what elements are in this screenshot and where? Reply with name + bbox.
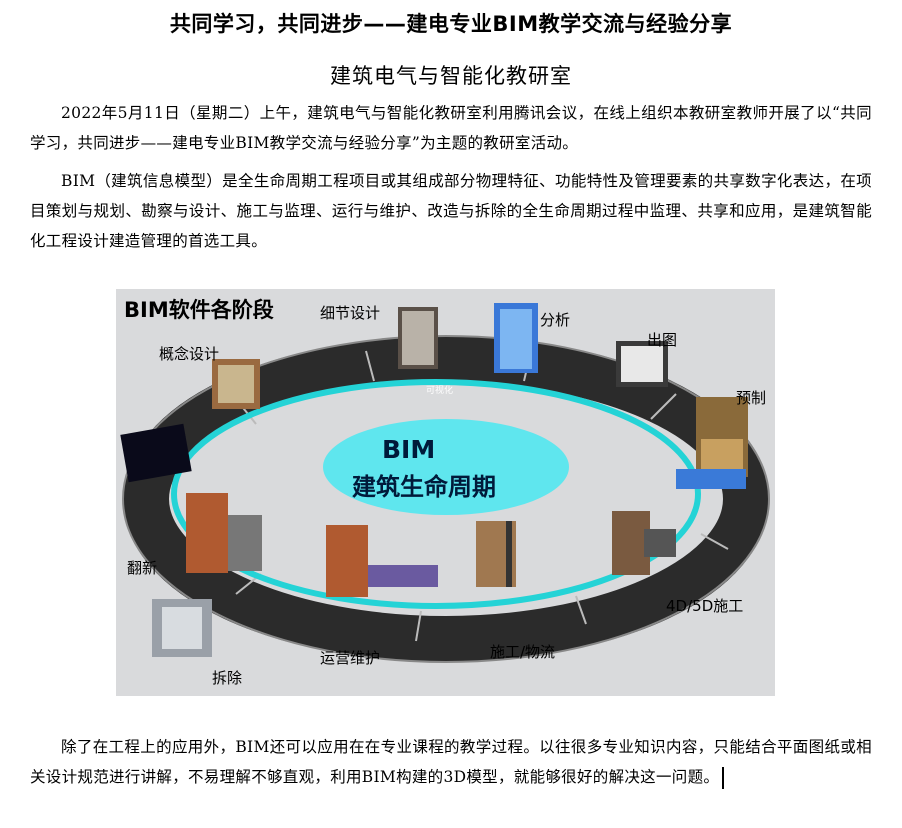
bim-center-ellipse bbox=[323, 419, 569, 515]
text-cursor bbox=[722, 767, 725, 789]
stage-label-renovation: 翻新 bbox=[127, 559, 158, 577]
lifecycle-ring bbox=[171, 379, 701, 609]
center-label-bim: BIM bbox=[382, 435, 436, 464]
article-subtitle: 建筑电气与智能化教研室 bbox=[330, 64, 572, 88]
stage-label-concept-design: 概念设计 bbox=[159, 345, 220, 363]
stage-label-analysis: 分析 bbox=[540, 311, 571, 329]
building-models bbox=[120, 303, 748, 657]
paragraph-bim-definition: BIM（建筑信息模型）是全生命周期工程项目或其组成部分物理特征、功能特性及管理要… bbox=[30, 172, 872, 250]
lifecycle-track bbox=[123, 336, 769, 662]
stage-label-prefabrication: 预制 bbox=[736, 389, 767, 407]
bim-lifecycle-figure: BIM软件各阶段 BIM 建筑生命周期 可视化 细节设计 分析 出图 预制 4D… bbox=[116, 289, 775, 696]
track-label-visualization: 可视化 bbox=[426, 386, 454, 396]
paragraph-teaching-text: 除了在工程上的应用外，BIM还可以应用在在专业课程的教学过程。以往很多专业知识内… bbox=[30, 738, 872, 786]
stage-label-construction-logistics: 施工/物流 bbox=[490, 643, 556, 661]
stage-label-drawings: 出图 bbox=[647, 331, 678, 349]
paragraph-intro: 2022年5月11日（星期二）上午，建筑电气与智能化教研室利用腾讯会议，在线上组… bbox=[30, 104, 872, 152]
figure-title: BIM软件各阶段 bbox=[124, 298, 274, 322]
center-label-lifecycle: 建筑生命周期 bbox=[352, 473, 496, 501]
lifecycle-diagram bbox=[120, 303, 770, 663]
stage-label-detail-design: 细节设计 bbox=[320, 304, 381, 322]
stage-label-4d5d-construction: 4D/5D施工 bbox=[666, 597, 744, 615]
article-title: 共同学习，共同进步——建电专业BIM教学交流与经验分享 bbox=[169, 12, 733, 36]
stage-label-demolition: 拆除 bbox=[212, 669, 243, 687]
paragraph-teaching-application: 除了在工程上的应用外，BIM还可以应用在在专业课程的教学过程。以往很多专业知识内… bbox=[30, 732, 872, 792]
stage-label-operation-maintenance: 运营维护 bbox=[320, 649, 381, 667]
